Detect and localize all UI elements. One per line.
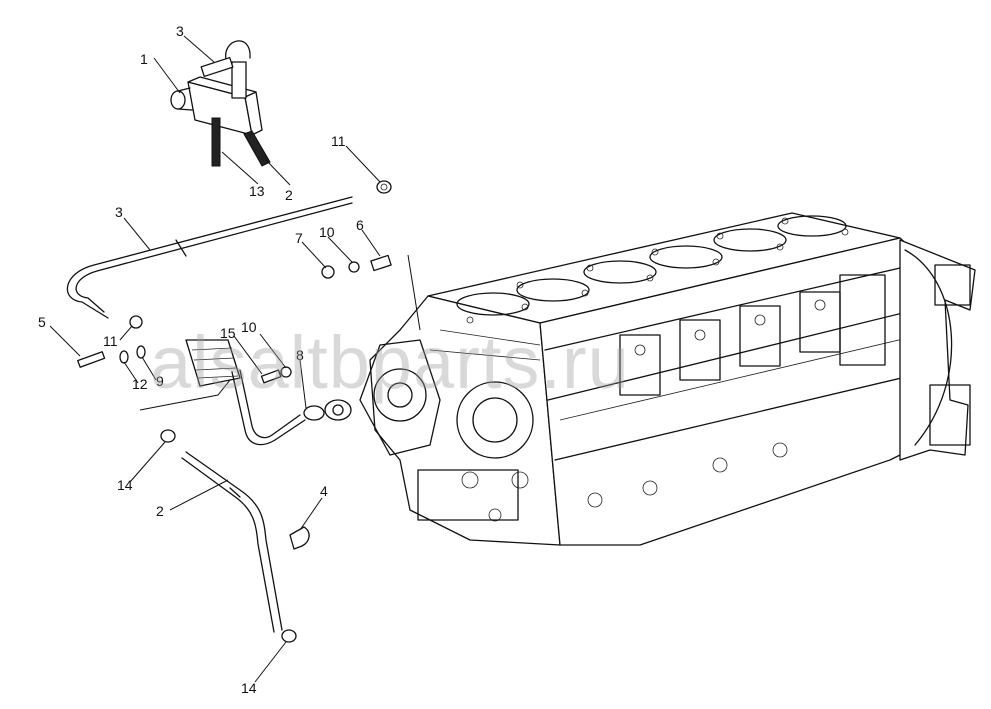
bolt-5 (77, 351, 106, 368)
callout-1: 1 (140, 51, 148, 67)
callout-4: 4 (320, 483, 328, 499)
washer-9 (136, 345, 146, 359)
clamp-4 (289, 526, 310, 550)
callout-13: 13 (249, 183, 265, 199)
engine-cylinder-block (359, 212, 976, 546)
drain-tube-13 (211, 117, 221, 167)
nut-14-bottom (281, 629, 297, 643)
valve-stem (231, 61, 247, 99)
callout-11-top: 11 (331, 133, 346, 149)
washer-10b (280, 366, 292, 378)
side-ribs (544, 267, 936, 508)
pipe-3 (66, 196, 353, 319)
flange-gasket-right (324, 399, 352, 421)
callout-10-b: 10 (241, 319, 257, 335)
callout-8: 8 (296, 347, 304, 363)
front-face-details (359, 329, 541, 522)
callout-12: 12 (132, 376, 148, 392)
deck-bolt-holes (466, 217, 849, 324)
nut-14-top (160, 429, 176, 443)
callout-3-top: 3 (176, 23, 184, 39)
fasteners (77, 180, 392, 643)
leader-lines (49, 35, 421, 683)
callout-10-a: 10 (319, 224, 335, 240)
callout-2-top: 2 (285, 187, 293, 203)
callout-5: 5 (38, 314, 46, 330)
washer-10 (348, 261, 360, 273)
pipe-2 (181, 451, 283, 633)
nut-11-mid (129, 315, 143, 329)
callout-7: 7 (295, 230, 303, 246)
nut-7 (321, 265, 335, 279)
callout-2-pipe: 2 (156, 503, 164, 519)
callout-labels: 1 3 13 2 11 3 7 10 6 5 11 12 9 15 10 8 1… (38, 23, 364, 696)
valve-assembly (170, 40, 271, 167)
cylinder-bores (456, 215, 847, 316)
callout-9: 9 (156, 373, 164, 389)
callout-3-pipe: 3 (115, 204, 123, 220)
nut-11-top (376, 180, 392, 194)
callout-15: 15 (220, 325, 236, 341)
valve-handle-loop (225, 40, 251, 61)
stud-6 (370, 254, 392, 272)
callout-11-mid: 11 (103, 333, 118, 349)
washer-12 (119, 350, 129, 364)
callout-14-top: 14 (117, 477, 133, 493)
flange-gasket-left (303, 405, 325, 421)
bolt-15 (260, 369, 282, 384)
watermark: alsaltbparts.ru (150, 321, 630, 404)
filter-bracket (185, 339, 241, 387)
valve-inlet-port (170, 90, 186, 110)
flywheel-housing (899, 239, 976, 461)
outlet-tube-2 (243, 130, 271, 167)
callout-14-bottom: 14 (241, 680, 257, 696)
pipe-8 (231, 369, 352, 446)
callout-6: 6 (356, 217, 364, 233)
